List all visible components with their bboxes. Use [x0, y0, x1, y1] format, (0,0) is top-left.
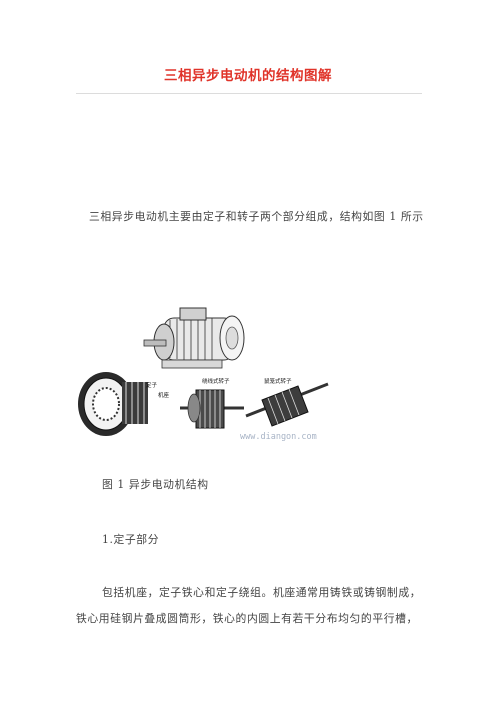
stator-image [78, 372, 148, 436]
label-squirrel-rotor: 鼠笼式转子 [264, 377, 292, 385]
wound-rotor-image [180, 389, 244, 429]
label-housing: 机座 [158, 391, 170, 399]
watermark-text: www.diangon.com [240, 432, 317, 442]
body-paragraph-line-1: 包括机座，定子铁心和定子绕组。机座通常用铸铁或铸钢制成， [102, 586, 422, 599]
page-title: 三相异步电动机的结构图解 [164, 68, 332, 84]
body-paragraph-line-2: 铁心用硅钢片叠成圆筒形，铁心的内圆上有若干分布均匀的平行槽， [76, 612, 418, 625]
motor-structure-figure: 定子 机座 绕线式转子 鼠笼式转子 www.diangon.com [78, 307, 329, 442]
title-divider [76, 93, 422, 94]
label-stator: 定子 [146, 381, 158, 389]
label-wound-rotor: 绕线式转子 [202, 377, 230, 385]
section-heading: 1.定子部分 [102, 533, 160, 546]
intro-paragraph: 三相异步电动机主要由定子和转子两个部分组成，结构如图 1 所示 [89, 210, 424, 223]
assembled-motor-image [143, 307, 245, 369]
figure-caption: 图 1 异步电动机结构 [102, 478, 209, 491]
squirrel-cage-rotor-image [245, 382, 329, 427]
